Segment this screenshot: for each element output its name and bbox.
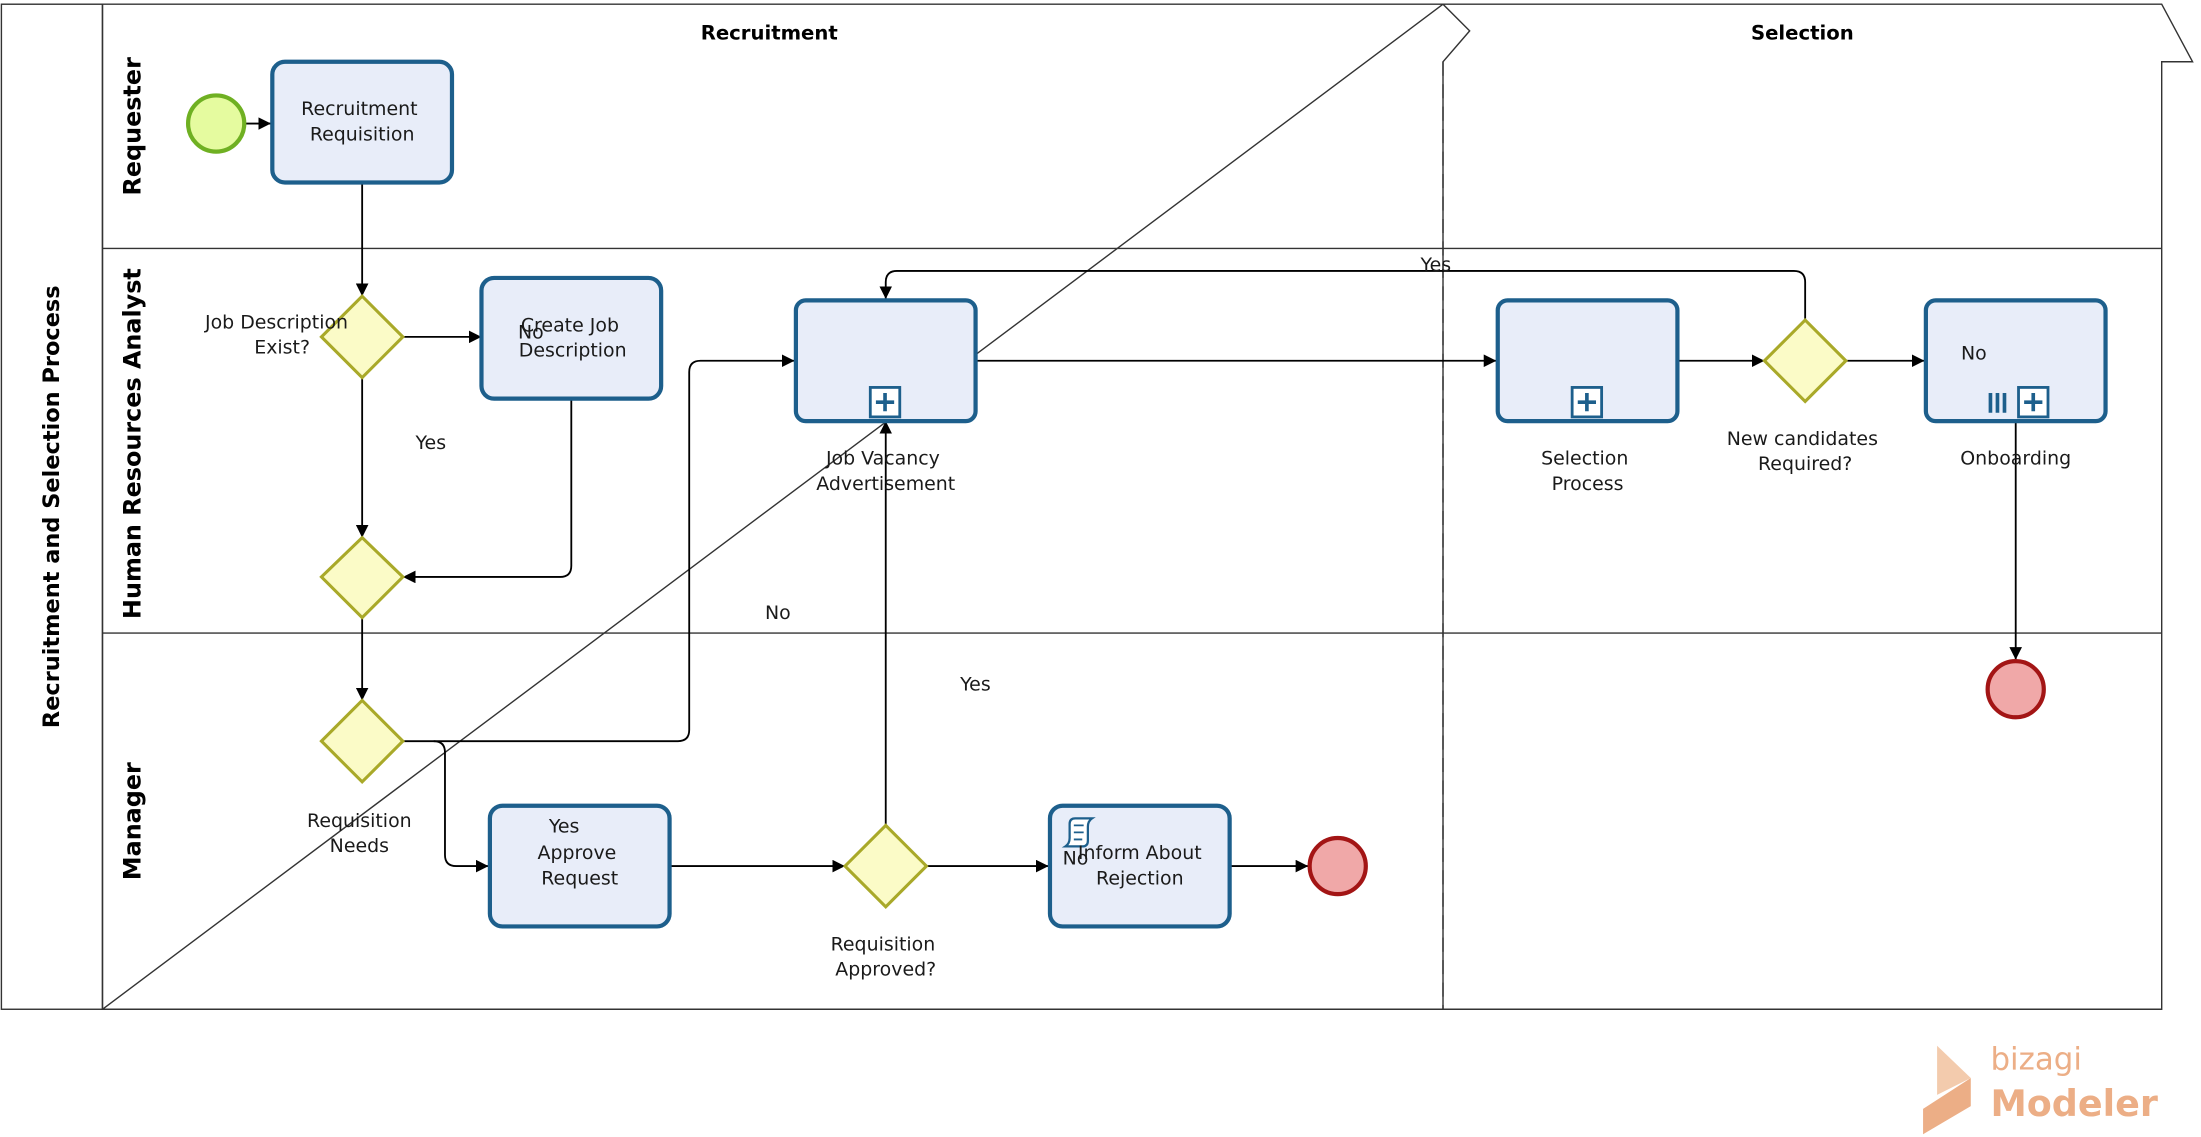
flow-label-yes: Yes — [1420, 254, 1452, 276]
flow-label-no: No — [1961, 342, 1987, 364]
gateway-label: Needs — [330, 835, 389, 857]
flow-label-no: No — [518, 321, 544, 343]
gateway-merge[interactable] — [319, 535, 406, 620]
task-label: Recruitment — [301, 98, 417, 120]
lane-hr: Human Resources Analyst — [118, 268, 146, 619]
subprocess-label: Process — [1552, 473, 1624, 495]
flow-label-no: No — [765, 602, 791, 624]
bizagi-logo: bizagi Modeler — [1923, 1042, 2158, 1135]
task-label: Approve — [538, 842, 617, 864]
subprocess-label: Advertisement — [816, 473, 955, 495]
start-event[interactable] — [185, 93, 247, 154]
subprocess-label: Job Vacancy — [825, 448, 940, 470]
svg-text:Onboarding: Onboarding — [1960, 448, 2071, 470]
pool-title: Recruitment and Selection Process — [39, 285, 65, 728]
gateway-label: Approved? — [835, 959, 936, 981]
gateway-label: Requisition — [307, 810, 412, 832]
end-event-onboarding[interactable] — [1985, 659, 2046, 720]
task-label: Create Job — [521, 314, 619, 336]
task-label: Request — [541, 867, 618, 889]
gateway-label: New candidates — [1727, 428, 1878, 450]
gateway-label: Exist? — [254, 337, 310, 359]
gateway-label: Job Description — [204, 311, 348, 333]
script-icon — [1061, 817, 1096, 848]
parallel-multi-instance-icon — [1988, 393, 2007, 413]
pool: Recruitment and Selection Process — [0, 3, 2194, 1010]
lane-headers: Requester Human Resources Analyst Manage… — [118, 57, 146, 880]
flow-label-no: No — [1063, 848, 1089, 870]
sequence-flows — [244, 117, 2023, 873]
task-label: Requisition — [310, 123, 415, 145]
gateway-label: Required? — [1758, 453, 1852, 475]
expand-plus-icon — [2017, 386, 2050, 419]
flow-label-yes: Yes — [414, 432, 446, 454]
subprocess-label: Onboarding — [1960, 448, 2071, 470]
phase-selection: Selection — [1751, 21, 1854, 44]
flow-label-yes: Yes — [548, 815, 580, 837]
brand-line-1: bizagi — [1990, 1042, 2081, 1078]
phase-recruitment: Recruitment — [701, 21, 838, 44]
lane-manager: Manager — [118, 762, 146, 880]
task-label: Description — [519, 340, 627, 362]
task-label: Inform About — [1078, 842, 1202, 864]
end-event-rejection[interactable] — [1307, 835, 1368, 897]
phase-headers: Recruitment Selection — [701, 21, 1854, 44]
brand-line-2: Modeler — [1990, 1082, 2157, 1125]
expand-plus-icon — [1570, 386, 1604, 419]
task-label: Rejection — [1096, 867, 1184, 889]
lane-requester: Requester — [118, 57, 146, 196]
flow-label-yes: Yes — [959, 674, 991, 696]
subprocess-onboarding[interactable]: Onboarding — [1923, 298, 2108, 470]
subprocess-label: Selection — [1541, 448, 1628, 470]
expand-plus-icon — [868, 386, 902, 419]
gateway-label: Requisition — [831, 933, 936, 955]
flow-labels: No Yes Yes No No Yes Yes No — [414, 254, 1986, 870]
